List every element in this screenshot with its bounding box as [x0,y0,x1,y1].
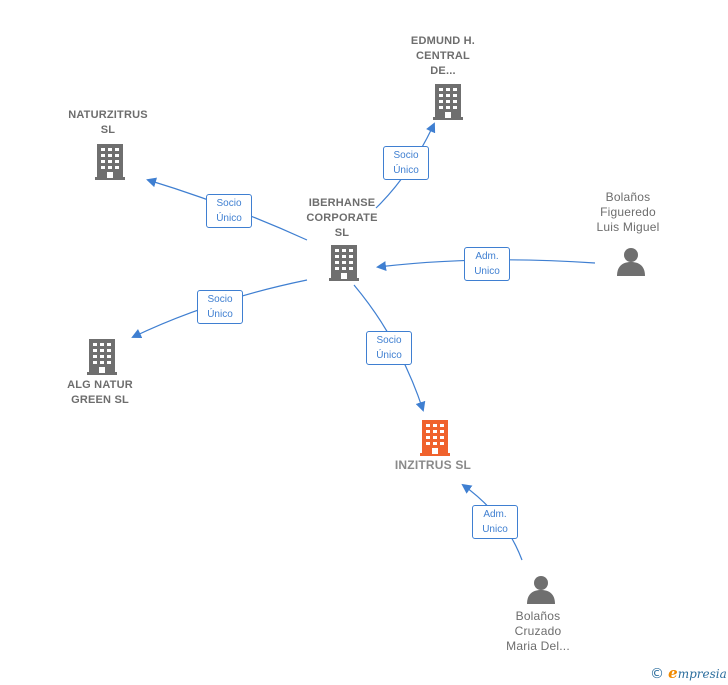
node-label-bolanos-figueredo[interactable]: Bolaños Figueredo Luis Miguel [596,190,660,234]
node-label-iberhanse[interactable]: IBERHANSE CORPORATE SL [306,197,378,239]
edge-label-socio-unico: Socio Único [197,290,243,324]
edge-label-socio-unico: Socio Único [206,194,252,228]
edge-label-adm-unico: Adm. Unico [464,247,510,281]
edge-label-socio-unico: Socio Único [366,331,412,365]
building-icon[interactable] [433,84,463,120]
brand-initial: e [668,664,678,682]
building-icon[interactable] [95,144,125,180]
empresia-logo[interactable]: © empresia [650,664,727,682]
node-label-inzitrus[interactable]: INZITRUS SL [394,458,472,472]
building-icon[interactable] [420,420,450,456]
copyright-icon: © [650,666,664,682]
edge-label-adm-unico: Adm. Unico [472,505,518,539]
node-label-edmund[interactable]: EDMUND H. CENTRAL DE... [410,35,476,77]
node-label-alg-natur[interactable]: ALG NATUR GREEN SL [67,379,133,406]
edge-label-socio-unico: Socio Único [383,146,429,180]
person-icon[interactable] [527,576,555,604]
building-icon[interactable] [329,245,359,281]
node-label-bolanos-cruzado[interactable]: Bolaños Cruzado Maria Del... [506,609,570,653]
building-icon[interactable] [87,339,117,375]
node-label-naturzitrus[interactable]: NATURZITRUS SL [68,109,148,136]
brand-name: mpresia [677,667,727,681]
person-icon[interactable] [617,248,645,276]
